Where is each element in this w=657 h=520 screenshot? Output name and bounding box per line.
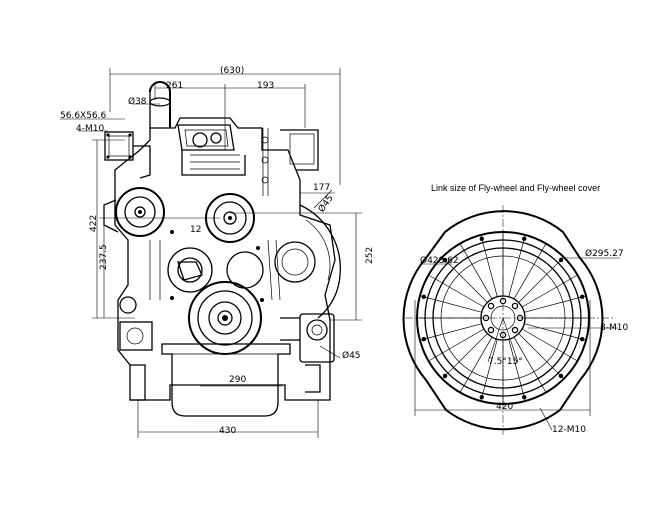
housing-bolt-hole xyxy=(442,373,448,379)
flywheel-ray xyxy=(441,256,488,303)
dim-flange-bolts: 4-M10 xyxy=(76,124,104,134)
dim-pipe-dia: Ø38 xyxy=(128,96,147,107)
dim-overall-width: (630) xyxy=(220,66,244,76)
flywheel-bolt-hole xyxy=(482,314,490,322)
flywheel-ray xyxy=(480,339,498,402)
dim-dia-428-62: Ø428.62 xyxy=(420,255,459,266)
housing-bolt-hole xyxy=(522,395,527,400)
flywheel-bolt-hole xyxy=(499,331,507,339)
flywheel-ray xyxy=(508,234,526,297)
dim-290: 290 xyxy=(229,375,246,385)
dim-dia-45-bottom: Ø45 xyxy=(342,350,361,361)
flywheel-bolt-hole xyxy=(499,297,507,305)
housing-bolt-hole xyxy=(421,294,426,299)
flywheel-ray xyxy=(459,243,493,300)
dim-12-m10: 12-M10 xyxy=(552,425,586,435)
housing-bolt-hole xyxy=(479,236,484,241)
housing-bolt-hole xyxy=(558,257,564,263)
dim-12: 12 xyxy=(190,225,201,235)
dim-422: 422 xyxy=(89,215,99,232)
dim-261: 261 xyxy=(166,81,183,91)
flywheel-ray xyxy=(518,333,565,380)
dim-430: 430 xyxy=(219,426,236,436)
flywheel-ray xyxy=(513,336,547,393)
dim-193: 193 xyxy=(257,81,274,91)
engine-front-view xyxy=(103,81,341,417)
dim-237-5: 237.5 xyxy=(99,244,109,270)
housing-bolt-hole xyxy=(580,294,585,299)
dim-252: 252 xyxy=(365,247,375,264)
flywheel-ray xyxy=(441,333,488,380)
housing-bolt-hole xyxy=(580,337,585,342)
flywheel-bolt-hole xyxy=(516,314,524,322)
flywheel-ray xyxy=(428,328,485,362)
left-dimensions xyxy=(60,118,220,319)
housing-bolt-hole xyxy=(558,373,564,379)
flywheel-ray xyxy=(428,274,485,308)
flywheel-ray xyxy=(513,243,547,300)
dim-8-m10: 8-M10 xyxy=(600,323,628,333)
flywheel-ray xyxy=(524,323,587,341)
housing-bolt-hole xyxy=(442,257,448,263)
flywheel-ray xyxy=(419,295,482,313)
housing-bolt-hole xyxy=(522,236,527,241)
top-dimensions xyxy=(109,68,341,185)
caption-flywheel: Link size of Fly-wheel and Fly-wheel cov… xyxy=(431,183,600,193)
flywheel-bolt-hole xyxy=(511,302,519,310)
flywheel-ray xyxy=(508,339,526,402)
dim-angle: 7.5°15° xyxy=(488,357,523,367)
dim-dia-295-27: Ø295.27 xyxy=(585,248,624,259)
flywheel-ray xyxy=(524,295,587,313)
housing-bolt-hole xyxy=(479,395,484,400)
dim-dia-45-top: Ø45 xyxy=(316,193,336,215)
flywheel-ray xyxy=(521,328,578,362)
flywheel-bolt-hole xyxy=(487,302,495,310)
flywheel-ray xyxy=(518,256,565,303)
flywheel-ray xyxy=(521,274,578,308)
flywheel-ray xyxy=(459,336,493,393)
flywheel-ray xyxy=(419,323,482,341)
housing-bolt-hole xyxy=(421,337,426,342)
flywheel-bolt-hole xyxy=(487,326,495,334)
flywheel-bolt-hole xyxy=(511,326,519,334)
dim-flange: 56.6X56.6 xyxy=(60,111,107,121)
dim-420: 420 xyxy=(496,402,513,412)
flywheel-view xyxy=(402,205,620,435)
flywheel-ray xyxy=(480,234,498,297)
dim-177: 177 xyxy=(313,183,330,193)
